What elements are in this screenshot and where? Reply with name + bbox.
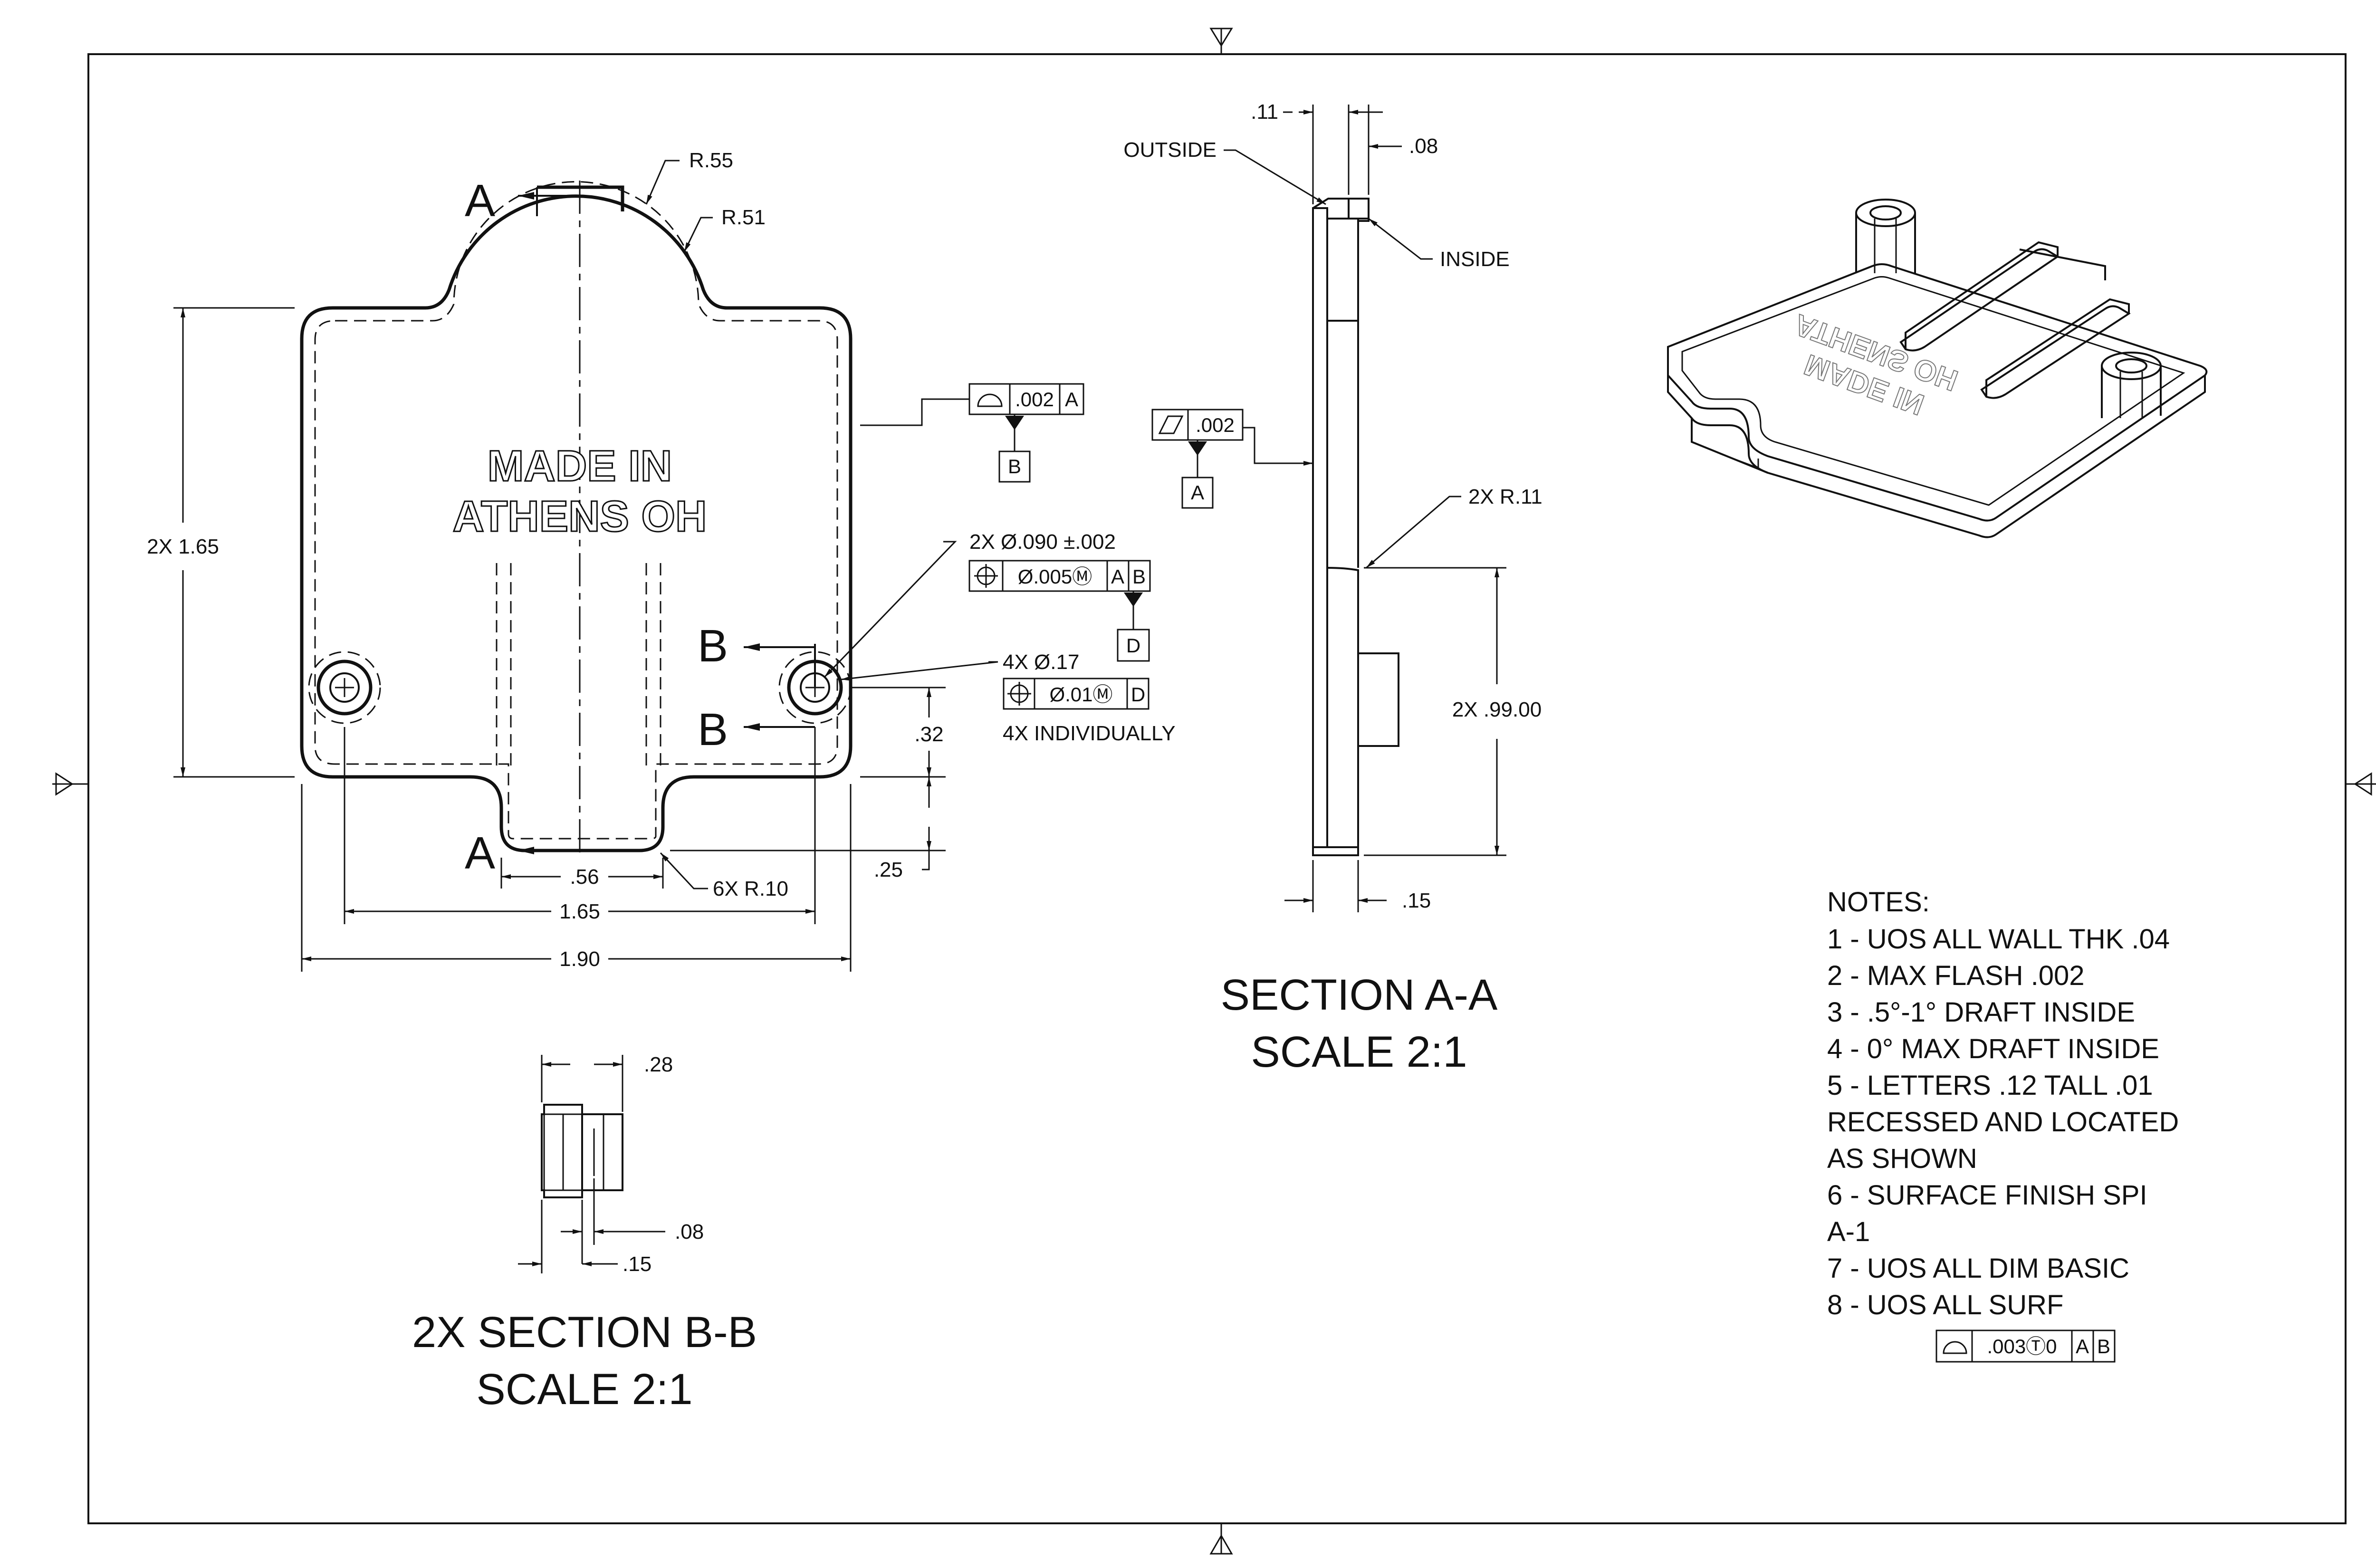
bottom-dim-aa: .15	[1402, 889, 1431, 912]
embossed-text-line2: ATHENS OH	[453, 492, 707, 541]
section-bb-scale: SCALE 2:1	[476, 1365, 692, 1414]
section-aa-title: SECTION A-A	[1221, 971, 1498, 1019]
bb-dim-top: .28	[644, 1053, 673, 1076]
embossed-text-line1: MADE IN	[488, 442, 672, 490]
section-a-label-bottom: A	[465, 828, 495, 879]
inside-label: INSIDE	[1440, 248, 1510, 271]
height-dim-aa: 2X .99.00	[1452, 698, 1542, 721]
profile-fcf: .002 A	[968, 383, 1084, 415]
dim-top-right: .08	[1409, 134, 1438, 158]
profile-tolerance: .002	[1015, 388, 1054, 411]
section-bb-view: .28 .08 .15 2X SECTION B-B SCALE 2:1	[412, 1053, 757, 1414]
note-line-4: 4 - 0° MAX DRAFT INSIDE	[1827, 1033, 2159, 1064]
note-line-9: A-1	[1827, 1216, 1870, 1247]
iso-boss-1	[1855, 199, 1916, 273]
center-mark-top	[1209, 28, 1233, 54]
hole-spacing-dim: 1.65	[559, 900, 600, 923]
section-aa-view: .11 .08 OUTSIDE INSIDE .002 A 2X R.11 2X…	[1123, 100, 1542, 1076]
center-mark-bottom	[1209, 1523, 1233, 1555]
note-line-10: 7 - UOS ALL DIM BASIC	[1827, 1253, 2129, 1284]
bb-dim-bottom: .15	[623, 1252, 651, 1276]
notes-block: NOTES: 1 - UOS ALL WALL THK .04 2 - MAX …	[1827, 887, 2179, 1363]
inner-wall-hidden	[314, 181, 838, 840]
note-line-3: 3 - .5°-1° DRAFT INSIDE	[1827, 997, 2135, 1028]
notes-profile-fcf: .003Ⓣ0 A B	[1935, 1329, 2116, 1363]
datum-d: D	[1126, 634, 1140, 657]
note-line-1: 1 - UOS ALL WALL THK .04	[1827, 924, 2170, 955]
isometric-view: MADE IN ATHENS OH	[1667, 199, 2208, 538]
sheet-border	[52, 28, 2376, 1555]
position-fcf-1: Ø.005Ⓜ A B	[968, 560, 1151, 592]
radius-note: 2X R.11	[1468, 485, 1542, 508]
slot-depth-dim: .25	[874, 858, 903, 881]
section-a-label-top: A	[465, 175, 495, 226]
hole-height-dim: .32	[914, 723, 943, 746]
notes-fcf-tol: .003Ⓣ0	[1987, 1335, 2057, 1358]
position-fcf-2: Ø.01Ⓜ D	[1003, 678, 1150, 710]
hole-left	[308, 651, 381, 724]
center-mark-left	[52, 772, 88, 796]
radius-outer-label: R.55	[689, 149, 733, 172]
note-line-6: RECESSED AND LOCATED	[1827, 1107, 2179, 1138]
notes-fcf-datum-b: B	[2097, 1335, 2110, 1358]
dim-top-left: .11	[1251, 100, 1278, 124]
datum-b: B	[1008, 455, 1021, 478]
section-b-label-top: B	[698, 621, 728, 671]
hole-note-2: 4X Ø.17	[1003, 650, 1079, 674]
notes-heading: NOTES:	[1827, 887, 1930, 918]
note-line-11: 8 - UOS ALL SURF	[1827, 1290, 2063, 1320]
position-datum-1a: A	[1111, 565, 1124, 588]
radius-inner-label: R.51	[721, 206, 766, 229]
position-datum-1b: B	[1132, 565, 1146, 588]
note-line-8: 6 - SURFACE FINISH SPI	[1827, 1180, 2147, 1211]
fillet-note: 6X R.10	[713, 877, 788, 900]
flatness-fcf: .002	[1151, 409, 1244, 441]
iso-boss-2	[2101, 352, 2162, 418]
part-outline	[300, 194, 853, 852]
position-datum-2: D	[1131, 683, 1145, 706]
position-tol-2: Ø.01Ⓜ	[1049, 683, 1112, 706]
bb-dim-mid: .08	[675, 1220, 704, 1243]
hole-note-3: 4X INDIVIDUALLY	[1003, 722, 1176, 745]
note-line-7: AS SHOWN	[1827, 1143, 1977, 1174]
section-b-label-bottom: B	[698, 704, 728, 755]
profile-datum: A	[1065, 388, 1078, 411]
overall-width-dim: 1.90	[559, 947, 600, 971]
datum-a: A	[1191, 481, 1204, 504]
flatness-tolerance: .002	[1196, 414, 1235, 436]
section-aa-scale: SCALE 2:1	[1251, 1028, 1467, 1076]
height-dimension: 2X 1.65	[147, 535, 219, 558]
note-line-5: 5 - LETTERS .12 TALL .01	[1827, 1070, 2153, 1101]
hole-note-1: 2X Ø.090 ±.002	[969, 530, 1116, 554]
slot-width-dim: .56	[570, 865, 599, 889]
center-mark-right	[2346, 772, 2376, 796]
front-view: MADE IN ATHENS OH A A B B R.55 R.51 2X 1…	[147, 149, 1176, 972]
section-bb-title: 2X SECTION B-B	[412, 1308, 757, 1357]
notes-fcf-datum-a: A	[2076, 1335, 2089, 1358]
outside-label: OUTSIDE	[1123, 138, 1217, 162]
position-tol-1: Ø.005Ⓜ	[1018, 565, 1092, 588]
note-line-2: 2 - MAX FLASH .002	[1827, 960, 2085, 991]
